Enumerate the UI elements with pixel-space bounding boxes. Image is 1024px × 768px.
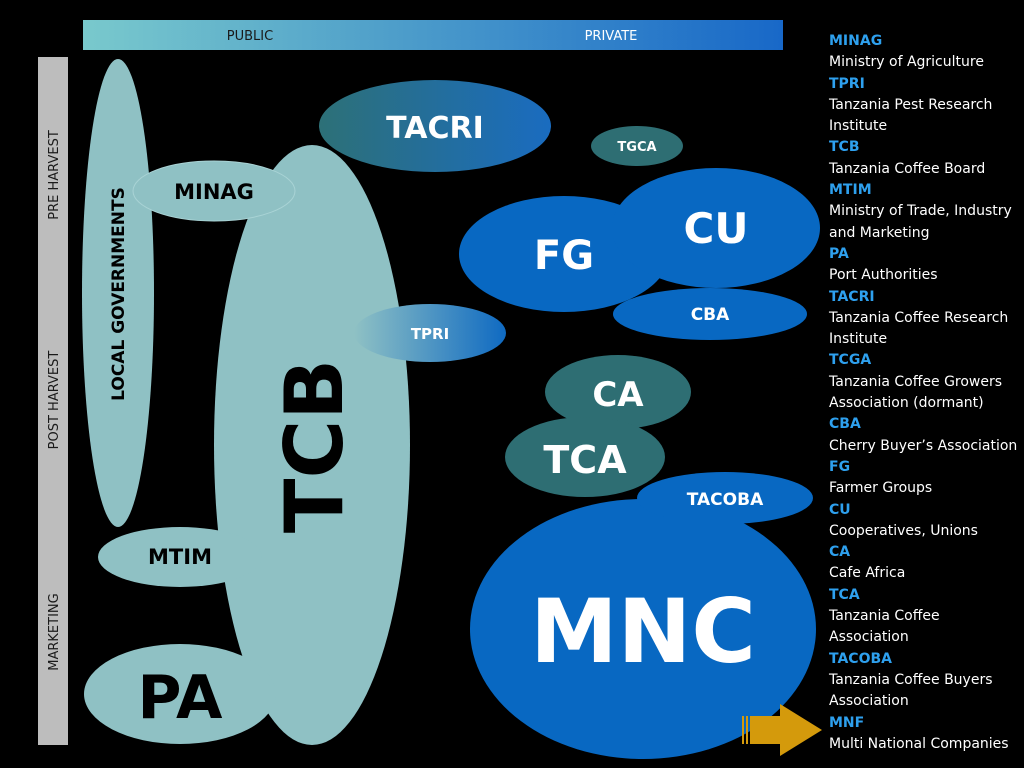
public-private-bar [83,20,783,50]
legend-abbr: PA [829,245,849,262]
mtim-label: MTIM [148,545,212,569]
tgca-node: TGCA [591,126,683,166]
legend-abbr: CBA [829,416,861,433]
cu-label: CU [684,204,749,253]
pa-node: PA [84,644,276,744]
minag-ellipse [132,160,296,222]
tca-ellipse [505,417,665,497]
pa-ellipse [84,644,276,744]
legend-full-name: Multi National Companies [829,735,1009,752]
legend-abbr: FG [829,458,851,475]
post-harvest-label: POST HARVEST [47,351,62,450]
public-private-axis: PUBLIC PRIVATE [83,20,783,50]
tgca-label: TGCA [617,140,656,155]
tacri-ellipse [319,80,551,172]
legend-full-name: Cherry Buyer’s Association [829,437,1018,454]
legend-abbr: CU [829,501,851,518]
legend-full-name: Farmer Groups [829,480,933,497]
mtim-node: MTIM [98,527,262,587]
tacri-label: TACRI [386,111,484,146]
local-governments-ellipse [82,59,154,527]
legend-full-name: Tanzania Pest Research Institute [829,96,993,135]
legend-abbr: TCGA [829,352,872,369]
tcb-ellipse [214,145,410,745]
legend-full-name: Cafe Africa [829,565,906,582]
pa-label: PA [138,663,223,733]
legend-abbr: TCB [829,139,860,156]
legend-abbr: CA [829,544,851,561]
arrow-right-icon [742,704,822,756]
local-governments-label: LOCAL GOVERNMENTS [109,187,129,401]
legend-abbr: TACOBA [829,650,892,667]
mnc-ellipse [470,499,816,759]
tacri-node: TACRI [319,80,551,172]
legend-abbr: MNF [829,714,865,731]
tpri-ellipse [354,304,506,362]
tacoba-ellipse [637,472,813,524]
cba-ellipse [613,288,807,340]
tgca-ellipse [591,126,683,166]
minag-node: MINAG [132,160,296,222]
legend-abbr: TCA [829,586,860,603]
private-label: PRIVATE [585,29,638,44]
minag-label: MINAG [174,180,254,204]
tacoba-label: TACOBA [687,490,764,510]
value-chain-axis: PRE HARVEST POST HARVEST MARKETING [38,57,68,745]
legend-abbr: TACRI [829,288,875,305]
cba-label: CBA [691,305,730,325]
legend-full-name: Tanzania Coffee Board [829,160,986,177]
tacoba-node: TACOBA [637,472,813,524]
legend-full-name: Tanzania Coffee Growers Association (dor… [829,373,1003,412]
legend-abbr: TPRI [829,75,865,92]
legend-abbr: MINAG [829,33,883,49]
tcb-node: TCB [214,145,410,745]
tca-node: TCA [505,417,665,497]
legend-full-name: Port Authorities [829,267,938,284]
tcb-label: TCB [268,359,361,533]
mnc-node: MNC [470,499,816,759]
ca-label: CA [592,375,644,415]
tpri-label: TPRI [411,325,449,343]
tca-label: TCA [543,438,627,482]
mnc-label: MNC [530,580,756,683]
legend-abbr: MTIM [829,182,872,199]
legend-full-name: Cooperatives, Unions [829,522,978,539]
public-label: PUBLIC [227,29,273,44]
cu-ellipse [612,168,820,288]
ca-ellipse [545,355,691,429]
mtim-ellipse [98,527,262,587]
legend-full-name: Tanzania Coffee Research Institute [829,309,1009,348]
marketing-label: MARKETING [47,593,62,670]
legend-full-name: Ministry of Trade, Industry and Marketin… [829,203,1012,241]
local-governments-node: LOCAL GOVERNMENTS [82,59,154,527]
cu-node: CU [612,168,820,288]
pre-harvest-label: PRE HARVEST [47,130,62,220]
ca-node: CA [545,355,691,429]
cba-node: CBA [613,288,807,340]
value-chain-bar [38,57,68,745]
legend-full-name: Ministry of Agriculture [829,54,984,71]
fg-label: FG [534,233,594,279]
legend-full-name: Tanzania Coffee Association [829,608,940,646]
tpri-node: TPRI [354,304,506,362]
legend-full-name: Tanzania Coffee Buyers Association [829,671,993,710]
